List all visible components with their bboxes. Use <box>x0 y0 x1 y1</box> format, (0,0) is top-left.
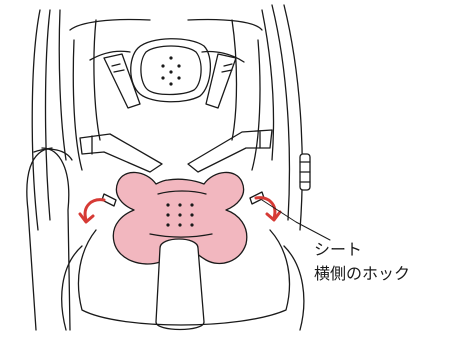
callout-label: シート 横側のホック <box>314 238 458 286</box>
headrest <box>131 39 211 102</box>
callout-line-2: 横側のホック <box>314 262 458 286</box>
rotate-arrow-left-icon <box>80 200 104 222</box>
shoulder-straps <box>104 54 236 108</box>
side-bracket <box>300 154 310 190</box>
waist-belt <box>80 130 272 172</box>
callout-line-1: シート <box>314 238 458 262</box>
crotch-strap <box>156 239 204 330</box>
